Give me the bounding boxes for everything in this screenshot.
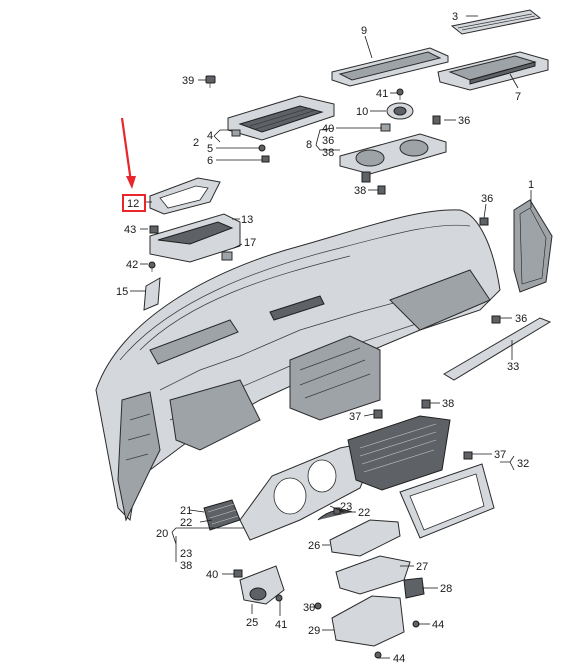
part-3 — [450, 9, 542, 35]
label-40-top: 40 — [322, 123, 334, 135]
label-36-d: 36 — [515, 313, 527, 325]
label-22-b: 22 — [358, 507, 370, 519]
label-5: 5 — [207, 143, 213, 155]
label-36-c: 36 — [481, 193, 493, 205]
label-8: 8 — [306, 139, 312, 151]
label-38-d: 38 — [180, 560, 192, 572]
part-41-top — [396, 88, 404, 100]
label-37-a: 37 — [349, 411, 361, 423]
part-37-clip-b — [463, 451, 473, 460]
part-10 — [386, 102, 414, 120]
part-25 — [239, 565, 285, 605]
highlight-box — [122, 194, 146, 212]
part-36-clip-b — [479, 217, 489, 226]
label-43: 43 — [124, 224, 136, 236]
part-43-clip — [149, 225, 159, 234]
part-number-labels: 3 9 7 39 41 10 36 40 36 38 8 38 2 4 5 6 … — [116, 11, 534, 665]
label-36-a: 36 — [458, 115, 470, 127]
label-36-b: 36 — [322, 135, 334, 147]
label-2: 2 — [193, 137, 199, 149]
leader-lines — [130, 15, 532, 659]
label-20: 20 — [156, 528, 168, 540]
label-37-b: 37 — [494, 449, 506, 461]
label-4: 4 — [207, 130, 213, 142]
dashboard-main — [95, 209, 501, 522]
label-44-a: 44 — [432, 619, 444, 631]
label-1: 1 — [528, 179, 534, 191]
part-12 — [149, 177, 221, 215]
part-9 — [331, 47, 449, 87]
part-6-clip — [261, 155, 270, 163]
label-44-b: 44 — [393, 653, 405, 665]
label-27: 27 — [416, 561, 428, 573]
label-22-a: 22 — [180, 517, 192, 529]
part-38-clip-top — [377, 185, 386, 195]
label-26: 26 — [308, 540, 320, 552]
label-12: 12 — [127, 198, 139, 210]
label-6: 6 — [207, 155, 213, 167]
label-38-b: 38 — [354, 185, 366, 197]
part-33 — [443, 317, 552, 381]
label-28: 28 — [440, 583, 452, 595]
label-21: 21 — [180, 505, 192, 517]
label-7: 7 — [515, 91, 521, 103]
label-13: 13 — [241, 214, 253, 226]
part-27 — [335, 555, 411, 595]
part-22-clip — [333, 507, 341, 515]
part-36-clip-a — [432, 115, 441, 125]
part-1 — [513, 199, 553, 293]
part-39 — [205, 75, 216, 88]
part-28 — [403, 577, 425, 599]
label-23-b: 23 — [180, 548, 192, 560]
part-36-clip-c — [491, 315, 501, 324]
part-8 — [339, 133, 447, 183]
label-25: 25 — [246, 617, 258, 629]
label-9: 9 — [361, 25, 367, 37]
highlight-annotation — [120, 117, 146, 212]
label-23-a: 23 — [340, 501, 352, 513]
label-39: 39 — [182, 75, 194, 87]
label-30: 30 — [303, 602, 315, 614]
part-42-screw — [148, 261, 156, 272]
part-40-clip — [380, 123, 391, 132]
label-29: 29 — [308, 625, 320, 637]
part-17-clip — [221, 251, 233, 261]
part-29 — [331, 595, 405, 647]
label-32: 32 — [517, 458, 529, 470]
part-41-screw-b — [275, 594, 283, 602]
label-40-b: 40 — [206, 569, 218, 581]
part-37-clip-a — [373, 409, 383, 419]
label-38-c: 38 — [442, 398, 454, 410]
part-30-screw — [314, 602, 322, 610]
part-38-clip-b — [421, 399, 431, 409]
label-41-top: 41 — [376, 88, 388, 100]
part-26 — [329, 519, 401, 557]
label-42: 42 — [126, 259, 138, 271]
label-41-b: 41 — [275, 619, 287, 631]
part-15 — [143, 277, 161, 311]
label-33: 33 — [507, 361, 519, 373]
part-40-clip-b — [233, 569, 243, 578]
part-44-screw-b — [374, 651, 382, 659]
part-13 — [149, 213, 241, 263]
label-38-a: 38 — [322, 147, 334, 159]
part-7 — [437, 51, 549, 91]
part-center-vent — [347, 415, 451, 491]
part-21 — [203, 499, 241, 531]
part-4-clip — [231, 129, 241, 137]
label-15: 15 — [116, 286, 128, 298]
label-17: 17 — [244, 237, 256, 249]
part-32 — [399, 463, 495, 539]
part-2 — [227, 95, 335, 141]
label-10: 10 — [356, 106, 368, 118]
part-20 — [239, 439, 381, 541]
label-3: 3 — [452, 11, 458, 23]
